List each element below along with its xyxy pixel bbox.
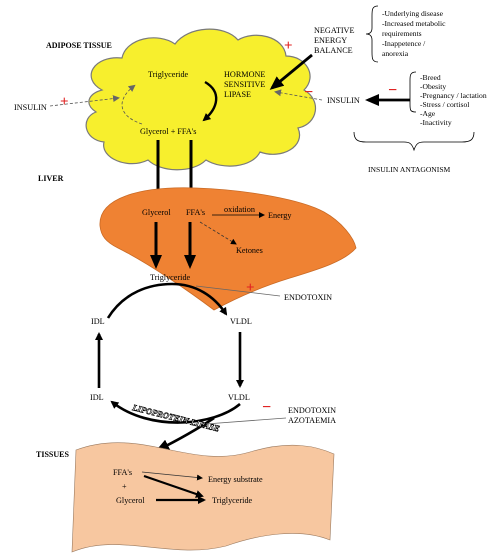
hsl-curved-arrow <box>202 80 218 122</box>
hsl-label-line2: SENSITIVE <box>224 80 265 89</box>
endotoxin-bottom-line <box>205 417 287 425</box>
liver-triglyceride-label: Triglyceride <box>150 273 191 282</box>
lpl-to-tissues-arrow <box>155 416 215 452</box>
ffa-to-energy-arrow <box>141 471 203 481</box>
endotoxin-bottom-minus-sign: − <box>262 399 271 416</box>
energy-substrate-label: Energy substrate <box>208 475 263 484</box>
oxidation-label: oxidation <box>224 205 255 214</box>
antagonism-minus-sign: − <box>388 82 397 99</box>
liver-shape <box>99 187 357 311</box>
vldl-top-label: VLDL <box>230 317 252 326</box>
antagonism-cause-2: -Obesity <box>420 82 446 91</box>
tissue-triglyceride-label: Triglyceride <box>212 496 253 505</box>
neb-cause-5: anorexia <box>382 49 409 58</box>
ketones-label: Ketones <box>236 246 263 255</box>
insulin-antagonism-label: INSULIN ANTAGONISM <box>368 165 451 174</box>
neb-cause-4: -Inappetence / <box>382 39 426 48</box>
endotoxin-top-line <box>195 285 281 297</box>
insulin-right-dashed-arrow <box>274 89 323 101</box>
antagonism-bracket <box>409 71 417 113</box>
neb-label-line3: BALANCE <box>314 46 353 55</box>
ketogenesis-dashed-arrow <box>199 221 237 245</box>
azotaemia-label: AZOTAEMIA <box>288 416 336 425</box>
hsl-label-line1: HORMONE <box>224 70 265 79</box>
antagonism-cause-3: -Pregnancy / lactation <box>420 91 487 100</box>
neb-causes-brace <box>365 5 379 63</box>
idl-top-label: IDL <box>91 317 105 326</box>
reesterification-dashed-arrow <box>121 84 143 125</box>
vldl-bottom-label: VLDL <box>228 393 250 402</box>
neb-label-line2: ENERGY <box>314 36 347 45</box>
tissue-band <box>71 442 335 553</box>
tissue-glycerol-label: Glycerol <box>116 496 145 505</box>
adipose-triglyceride-label: Triglyceride <box>148 70 189 79</box>
antagonism-cause-6: -Inactivity <box>420 118 452 127</box>
insulin-left-dashed-arrow <box>49 95 120 107</box>
adipose-cloud <box>85 28 317 171</box>
insulin-right-minus-sign: − <box>304 84 313 101</box>
endotoxin-bottom-label: ENDOTOXIN <box>288 406 336 415</box>
endotoxin-top-plus-sign: + <box>246 280 255 296</box>
neb-label-line1: NEGATIVE <box>314 26 354 35</box>
adipose-glycerol-ffa-label: Glycerol + FFA's <box>140 127 196 136</box>
liver-ffa-label: FFA's <box>186 208 205 217</box>
antagonism-brace <box>353 131 475 152</box>
hsl-label-line3: LIPASE <box>224 90 251 99</box>
vldl-to-idl-arc <box>110 400 241 424</box>
neb-cause-2: -Increased metabolic <box>382 19 446 28</box>
neb-cause-1: -Underlying disease <box>382 9 444 18</box>
liver-heading: LIVER <box>38 174 64 183</box>
antagonism-cause-5: -Age <box>420 109 436 118</box>
insulin-left-label: INSULIN <box>14 103 47 112</box>
tg-to-idl-vldl-arc <box>106 282 228 319</box>
tissue-ffa-label: FFA's <box>113 468 132 477</box>
neb-plus-sign: + <box>284 38 293 54</box>
antagonism-cause-1: -Breed <box>420 73 441 82</box>
tissue-plus-label: + <box>122 482 127 491</box>
tissues-heading: TISSUES <box>36 450 69 459</box>
antagonism-cause-4: -Stress / cortisol <box>420 100 469 109</box>
neb-cause-3: requirements <box>382 29 422 38</box>
endotoxin-top-label: ENDOTOXIN <box>284 293 332 302</box>
idl-bottom-label: IDL <box>90 393 104 402</box>
adipose-tissue-heading: ADIPOSE TISSUE <box>46 41 112 50</box>
energy-label: Energy <box>268 211 292 220</box>
insulin-left-plus-sign: + <box>60 94 69 110</box>
neb-arrow <box>269 53 313 90</box>
ffa-to-tg-arrow <box>143 474 204 498</box>
insulin-right-label: INSULIN <box>327 96 360 105</box>
liver-glycerol-label: Glycerol <box>142 208 171 217</box>
